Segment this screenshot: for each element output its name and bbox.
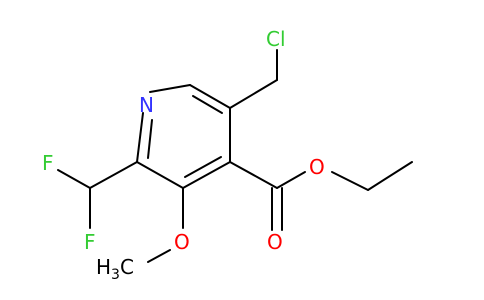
bond-c2-chf2 xyxy=(89,161,138,189)
bond-c5-ch2 xyxy=(229,79,278,109)
methoxy-oxygen-atom-label: O xyxy=(174,230,190,254)
methyl-c: C xyxy=(120,255,134,279)
nitrogen-atom-label: N xyxy=(139,93,154,117)
bond-carbonyl-oester xyxy=(276,171,306,189)
bond-o-ch3 xyxy=(147,249,171,263)
ester-oxygen-atom-label: O xyxy=(309,155,325,179)
bond-c4-c3-inner xyxy=(184,156,222,178)
methyl-h: H xyxy=(96,255,111,279)
bond-n-c6 xyxy=(149,84,191,93)
carbonyl-oxygen-atom-label: O xyxy=(267,230,283,254)
bonds xyxy=(57,49,413,263)
chlorine-atom-label: Cl xyxy=(266,27,286,51)
bond-c3-c2 xyxy=(136,161,184,189)
fluorine-bottom-atom-label: F xyxy=(84,230,96,254)
bond-ch2-ch3 xyxy=(367,161,413,191)
fluorine-top-atom-label: F xyxy=(42,151,54,175)
bond-c2-n xyxy=(136,112,144,163)
methyl-group-label: H3C xyxy=(96,255,134,283)
bond-c4-c3 xyxy=(182,161,231,189)
bond-c4-carbonyl xyxy=(229,161,278,189)
bond-c6-c5-inner xyxy=(192,95,223,114)
bond-c2-n-inner xyxy=(147,119,153,159)
bond-c6-c5 xyxy=(189,84,231,109)
methyl-subscript: 3 xyxy=(111,267,120,283)
bond-oester-ch2 xyxy=(331,171,369,191)
bond-chf2-f-top xyxy=(57,169,91,189)
